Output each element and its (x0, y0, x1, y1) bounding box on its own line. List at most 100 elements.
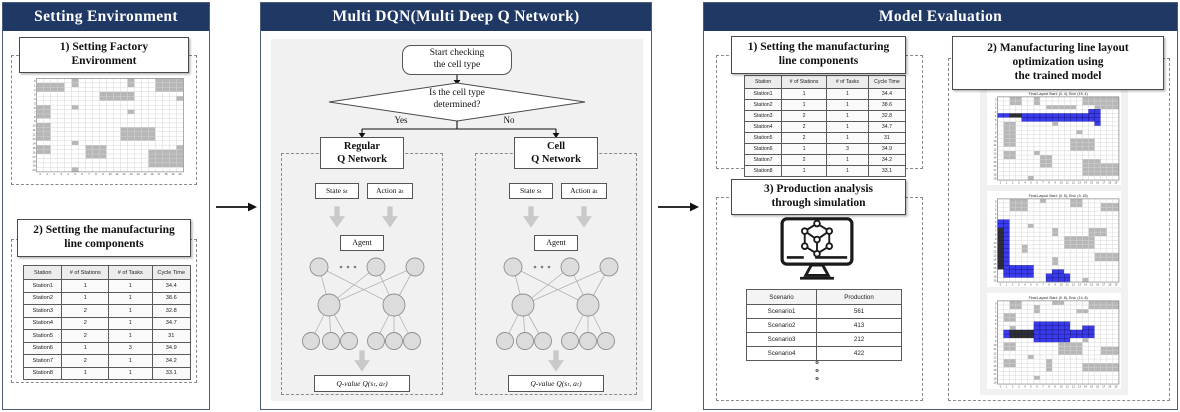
svg-text:2: 2 (995, 106, 997, 110)
svg-text:2: 2 (1012, 384, 1014, 388)
svg-text:5: 5 (995, 322, 997, 326)
svg-text:7: 7 (1042, 180, 1044, 184)
svg-text:18: 18 (1108, 282, 1111, 286)
svg-text:6: 6 (1036, 180, 1038, 184)
svg-text:0: 0 (1000, 180, 1002, 184)
svg-text:9: 9 (995, 237, 997, 241)
panel-setting-environment-header: Setting Environment (3, 3, 209, 31)
svg-text:11: 11 (994, 245, 997, 249)
svg-text:5: 5 (74, 172, 76, 176)
title-line: line components (778, 55, 859, 67)
layout-grid-2: Final Layout Start: (0, 5), End: (9, 18)… (987, 191, 1121, 287)
svg-text:12: 12 (993, 147, 996, 151)
q-network-box: Cell Q Network (514, 137, 598, 169)
svg-text:6: 6 (34, 106, 36, 110)
svg-text:14: 14 (1084, 180, 1087, 184)
svg-text:19: 19 (993, 380, 996, 384)
start-node: Start checking the cell type (402, 45, 512, 75)
svg-text:1: 1 (46, 172, 48, 176)
panel-title: Model Evaluation (878, 8, 1003, 25)
svg-text:2: 2 (1012, 180, 1014, 184)
title-line: 1) Setting the manufacturing (747, 41, 890, 54)
svg-text:1: 1 (1006, 180, 1008, 184)
svg-text:4: 4 (1024, 282, 1026, 286)
panel-multi-dqn-header: Multi DQN(Multi Deep Q Network) (261, 3, 651, 31)
svg-text:5: 5 (1030, 282, 1032, 286)
svg-text:15: 15 (143, 172, 147, 176)
svg-text:4: 4 (1024, 384, 1026, 388)
svg-text:13: 13 (993, 151, 996, 155)
svg-text:17: 17 (1102, 180, 1105, 184)
svg-text:6: 6 (995, 326, 997, 330)
svg-text:1: 1 (1006, 282, 1008, 286)
state-box: State sₜ (509, 183, 553, 199)
svg-text:10: 10 (993, 241, 996, 245)
svg-text:17: 17 (33, 155, 37, 159)
svg-text:19: 19 (1114, 180, 1117, 184)
svg-text:14: 14 (136, 172, 140, 176)
svg-text:14: 14 (993, 258, 996, 262)
svg-text:18: 18 (1108, 384, 1111, 388)
q-value-box: Q-value Q(sₜ, aₜ) (508, 375, 604, 392)
svg-text:3: 3 (995, 314, 997, 318)
q-network-box: Regular Q Network (320, 137, 404, 169)
svg-text:2: 2 (34, 88, 36, 92)
svg-text:8: 8 (995, 131, 997, 135)
svg-text:9: 9 (102, 172, 104, 176)
eval-section3-title: 3) Production analysis through simulatio… (731, 179, 906, 215)
no-label: No (503, 115, 515, 125)
action-box: Action aₜ (561, 183, 607, 199)
svg-text:1: 1 (34, 84, 36, 88)
svg-text:0: 0 (995, 199, 997, 203)
svg-text:8: 8 (1048, 282, 1050, 286)
svg-text:3: 3 (995, 110, 997, 114)
svg-text:14: 14 (1084, 282, 1087, 286)
svg-text:14: 14 (993, 360, 996, 364)
svg-text:9: 9 (995, 339, 997, 343)
svg-text:19: 19 (171, 172, 175, 176)
svg-text:15: 15 (993, 364, 996, 368)
svg-text:11: 11 (1066, 282, 1069, 286)
svg-text:15: 15 (1090, 282, 1093, 286)
svg-text:0: 0 (39, 172, 41, 176)
decision-line: determined? (433, 100, 481, 111)
eval-section1-title: 1) Setting the manufacturing line compon… (731, 36, 906, 74)
title-line: 3) Production analysis (763, 183, 874, 196)
layout-grid-3: Final Layout Start: (0, 8), End: (14, 8)… (987, 293, 1121, 389)
ellipsis-dots: o o o (815, 360, 819, 382)
svg-text:10: 10 (1060, 384, 1063, 388)
agent-box: Agent (340, 235, 384, 251)
svg-text:2: 2 (995, 310, 997, 314)
decision-node-label: Is the cell type determined? (357, 87, 557, 112)
svg-text:16: 16 (1096, 384, 1099, 388)
svg-text:18: 18 (1108, 180, 1111, 184)
svg-text:7: 7 (995, 331, 997, 335)
svg-text:12: 12 (1072, 384, 1075, 388)
svg-text:15: 15 (993, 160, 996, 164)
svg-text:1: 1 (1006, 384, 1008, 388)
q-network-name: Q Network (531, 154, 581, 165)
state-box: State sₜ (315, 183, 359, 199)
svg-text:11: 11 (994, 347, 997, 351)
down-arrow-icon (354, 350, 370, 372)
svg-text:3: 3 (1018, 180, 1020, 184)
svg-text:16: 16 (1096, 282, 1099, 286)
title-line: Environment (71, 55, 137, 67)
svg-text:Final Layout Start: (0, 5), En: Final Layout Start: (0, 5), End: (9, 18) (1029, 194, 1088, 198)
panel-title: Setting Environment (34, 8, 178, 25)
svg-text:11: 11 (116, 172, 119, 176)
svg-text:17: 17 (993, 270, 996, 274)
svg-text:7: 7 (995, 229, 997, 233)
svg-text:7: 7 (995, 127, 997, 131)
down-arrow-icon (382, 206, 398, 228)
agent-box: Agent (534, 235, 578, 251)
svg-text:10: 10 (993, 139, 996, 143)
svg-text:13: 13 (993, 253, 996, 257)
svg-text:4: 4 (34, 97, 36, 101)
svg-text:2: 2 (1012, 282, 1014, 286)
svg-text:Final Layout Start: (0, 8), En: Final Layout Start: (0, 8), End: (14, 8) (1029, 296, 1088, 300)
svg-text:20: 20 (178, 172, 182, 176)
svg-text:7: 7 (88, 172, 90, 176)
svg-text:19: 19 (993, 176, 996, 180)
